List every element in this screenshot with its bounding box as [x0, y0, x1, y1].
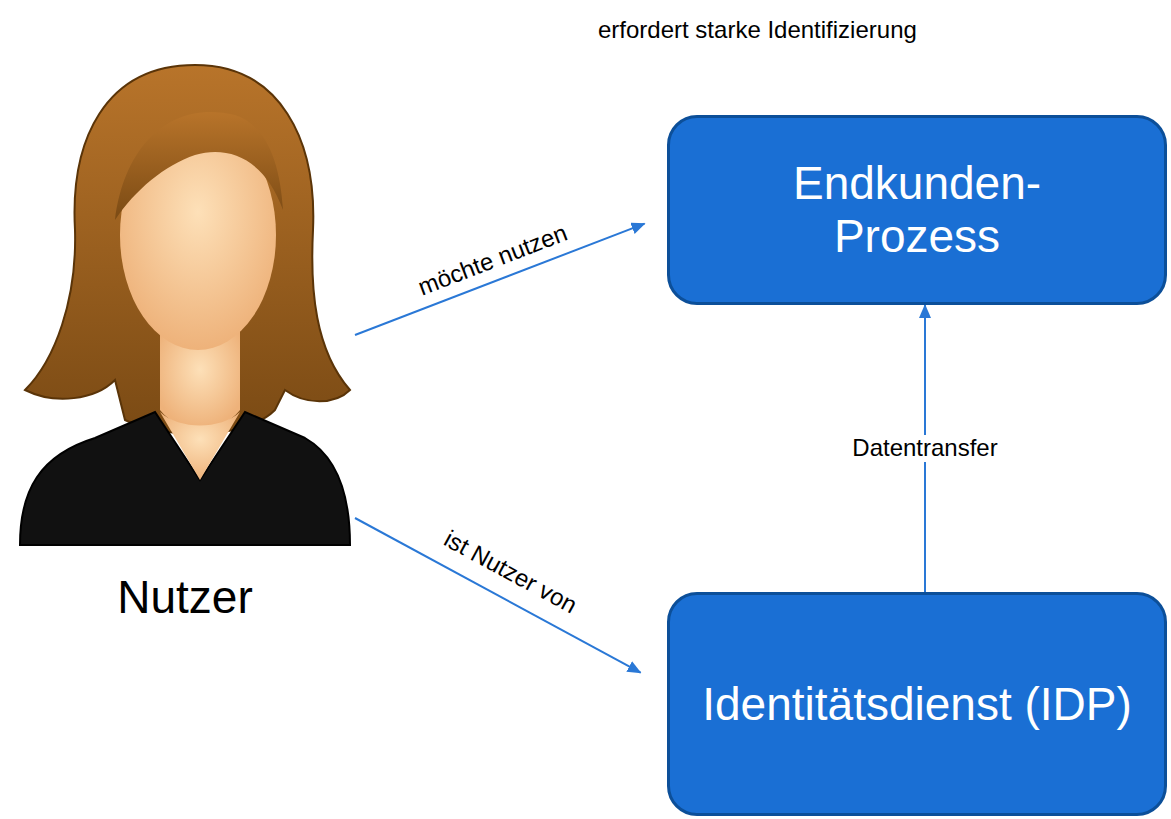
edge-label: ist Nutzer von [437, 525, 584, 621]
person-icon [15, 60, 355, 550]
process-box: Identitätsdienst (IDP) [667, 592, 1167, 816]
edge-label: Datentransfer [849, 435, 1000, 461]
process-box: Endkunden- Prozess [667, 115, 1167, 305]
user-figure: Nutzer [15, 60, 355, 640]
connector-arrow [355, 518, 641, 673]
connector-arrow [355, 224, 645, 335]
annotation-note: erfordert starke Identifizierung [598, 16, 917, 44]
box-label: Endkunden- Prozess [767, 157, 1067, 263]
user-name: Nutzer [15, 570, 355, 624]
box-label: Identitätsdienst (IDP) [702, 678, 1132, 731]
